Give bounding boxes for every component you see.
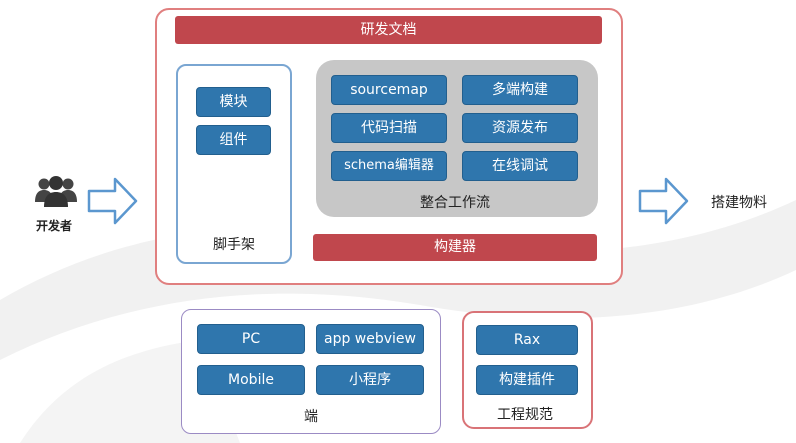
workflow-caption: 整合工作流: [420, 195, 490, 211]
endpoint-caption: 端: [304, 409, 318, 425]
docs-title-bar: 研发文档: [175, 16, 602, 44]
spec-item-build-plugin: 构建插件: [476, 365, 578, 395]
workflow-item-asset-publish: 资源发布: [462, 113, 578, 143]
builder-bar: 构建器: [313, 234, 597, 261]
scaffold-caption: 脚手架: [213, 237, 255, 253]
endpoint-item-pc: PC: [197, 324, 305, 354]
developer-label: 开发者: [36, 219, 73, 233]
workflow-item-sourcemap: sourcemap: [331, 75, 447, 105]
endpoint-item-mobile: Mobile: [197, 365, 305, 395]
endpoint-item-miniprogram: 小程序: [316, 365, 424, 395]
user-group-icon: [35, 176, 77, 207]
right-arrow-icon: [87, 177, 138, 225]
right-arrow-icon: [638, 177, 689, 225]
workflow-item-code-scan: 代码扫描: [331, 113, 447, 143]
workflow-item-multi-build: 多端构建: [462, 75, 578, 105]
scaffold-item-component: 组件: [196, 125, 271, 155]
workflow-item-schema-editor: schema编辑器: [331, 151, 447, 181]
scaffold-group: [176, 64, 292, 264]
output-label: 搭建物料: [711, 195, 767, 211]
endpoint-item-app-webview: app webview: [316, 324, 424, 354]
scaffold-item-module: 模块: [196, 87, 271, 117]
workflow-item-online-debug: 在线调试: [462, 151, 578, 181]
spec-caption: 工程规范: [497, 407, 553, 423]
spec-item-rax: Rax: [476, 325, 578, 355]
